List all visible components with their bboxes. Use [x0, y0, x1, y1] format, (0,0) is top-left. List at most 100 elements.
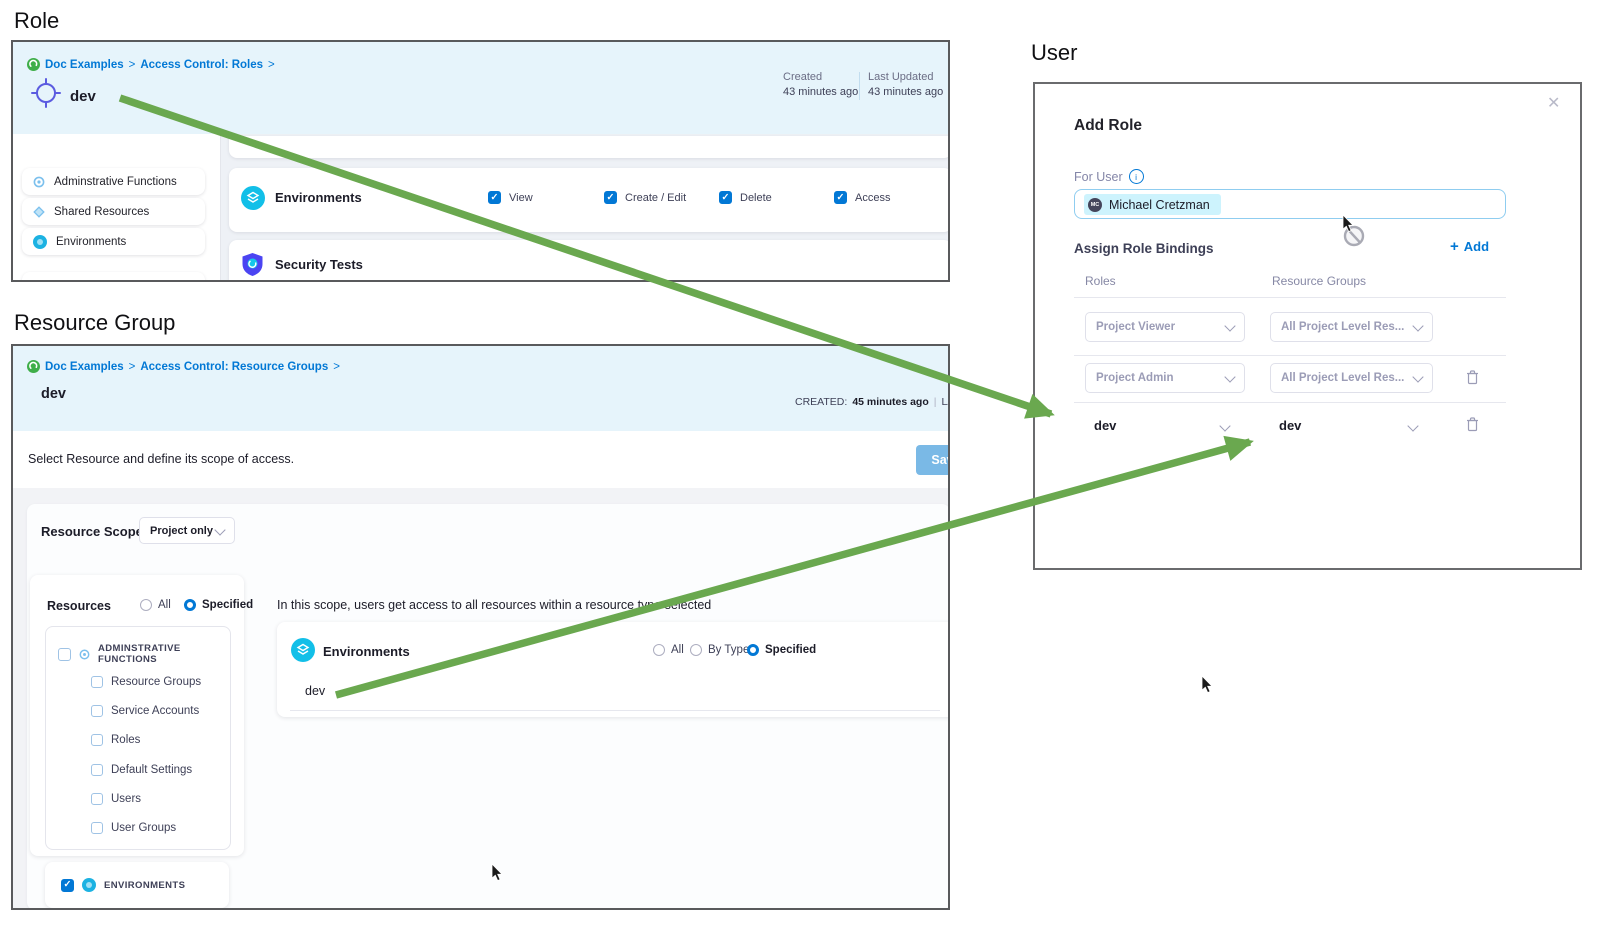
avatar: MC — [1088, 197, 1102, 212]
checkbox[interactable] — [719, 191, 732, 204]
info-icon[interactable]: i — [1128, 169, 1144, 184]
environments-icon — [241, 186, 265, 210]
scope-radio-all[interactable]: All — [653, 644, 684, 656]
checkbox[interactable] — [91, 734, 103, 746]
save-button[interactable]: Save — [916, 445, 948, 475]
checkbox[interactable] — [61, 878, 74, 892]
updated-label: Last Updated — [868, 71, 934, 83]
radio-label: Specified — [202, 599, 254, 611]
role-name: dev — [70, 88, 96, 105]
breadcrumb: Doc Examples > Access Control: Resource … — [27, 360, 340, 373]
environments-icon — [82, 878, 96, 892]
resources-radio-specified[interactable]: Specified — [184, 599, 253, 611]
tree-item-users[interactable]: Users — [91, 793, 141, 805]
checkbox[interactable] — [91, 822, 103, 834]
checkbox[interactable] — [91, 705, 103, 717]
radio[interactable] — [690, 644, 702, 656]
trash-icon[interactable] — [1466, 417, 1479, 432]
checkbox[interactable] — [834, 191, 847, 204]
tree-group-label: ADMINSTRATIVE FUNCTIONS — [98, 643, 181, 665]
harness-logo-icon — [27, 360, 40, 373]
radio[interactable] — [140, 599, 152, 611]
checkbox[interactable] — [91, 793, 103, 805]
resource-scope-card: Resource Scope Project only Resources Al… — [27, 504, 948, 908]
role-section-heading: Role — [14, 8, 60, 33]
selected-user-name: Michael Cretzman — [1109, 197, 1210, 212]
add-binding-button[interactable]: + Add — [1450, 239, 1489, 254]
resource-group-select[interactable]: All Project Level Res... — [1270, 363, 1433, 393]
checkbox[interactable] — [91, 676, 103, 688]
divider — [1074, 355, 1506, 356]
resource-scope-select[interactable]: Project only — [139, 517, 235, 544]
plus-icon: + — [1450, 238, 1459, 255]
role-select-value[interactable]: dev — [1094, 418, 1117, 433]
resource-row-label: Security Tests — [275, 257, 363, 272]
tree-item-roles[interactable]: Roles — [91, 734, 140, 746]
role-select[interactable]: Project Admin — [1085, 363, 1245, 393]
permissions-row-security-tests: Security Tests — [229, 240, 948, 280]
sidebar-item-shared-resources[interactable]: Shared Resources — [22, 198, 205, 225]
scope-radio-by-type[interactable]: By Type — [690, 644, 749, 656]
breadcrumb-project-link[interactable]: Doc Examples — [45, 360, 124, 373]
breadcrumb-project-link[interactable]: Doc Examples — [45, 58, 124, 71]
chevron-down-icon[interactable] — [1407, 420, 1419, 432]
permissions-row-environments: Environments View Create / Edit Delete A… — [229, 168, 948, 232]
close-icon[interactable]: ✕ — [1547, 95, 1561, 112]
sidebar-item-label: Adminstrative Functions — [54, 175, 177, 188]
permission-label: Delete — [740, 191, 772, 204]
environments-scope-card: Environments All By Type Specified dev — [277, 622, 948, 717]
checkbox[interactable] — [604, 191, 617, 204]
meta-separator: | — [933, 396, 937, 408]
role-select[interactable]: Project Viewer — [1085, 312, 1245, 342]
created-meta: Created 43 minutes ago — [783, 70, 858, 100]
resource-group-select-value[interactable]: dev — [1279, 418, 1302, 433]
breadcrumb: Doc Examples > Access Control: Roles > — [27, 58, 275, 71]
checkbox[interactable] — [58, 647, 71, 661]
role-panel: Doc Examples > Access Control: Roles > d… — [11, 40, 950, 282]
breadcrumb-page-link[interactable]: Access Control: Resource Groups — [140, 360, 329, 373]
permission-create-edit[interactable]: Create / Edit — [604, 191, 686, 204]
tree-item-user-groups[interactable]: User Groups — [91, 822, 176, 834]
resources-radio-all[interactable]: All — [140, 599, 171, 611]
shared-resources-icon — [33, 205, 45, 218]
radio-label: By Type — [708, 644, 750, 656]
permission-access[interactable]: Access — [834, 191, 890, 204]
environments-group-card[interactable]: ENVIRONMENTS — [45, 862, 229, 908]
sidebar-item-administrative-functions[interactable]: Adminstrative Functions — [22, 168, 205, 195]
radio[interactable] — [747, 644, 759, 656]
add-button-label: Add — [1463, 239, 1490, 254]
tree-item-label: Resource Groups — [111, 676, 202, 688]
sidebar-item-environments[interactable]: Environments — [22, 228, 205, 255]
resource-group-panel: Doc Examples > Access Control: Resource … — [11, 344, 950, 910]
tree-item-label: Service Accounts — [111, 705, 200, 717]
radio[interactable] — [184, 599, 196, 611]
permission-view[interactable]: View — [488, 191, 533, 204]
checkbox[interactable] — [91, 764, 103, 776]
selected-user-chip[interactable]: MC Michael Cretzman — [1084, 194, 1221, 215]
permission-delete[interactable]: Delete — [719, 191, 772, 204]
scope-radio-specified[interactable]: Specified — [747, 644, 816, 656]
tree-item-service-accounts[interactable]: Service Accounts — [91, 705, 199, 717]
sidebar-divider — [220, 134, 221, 280]
environments-icon — [291, 638, 315, 662]
chevron-down-icon — [1224, 371, 1236, 383]
tree-group-administrative-functions[interactable]: ADMINSTRATIVE FUNCTIONS — [58, 643, 230, 665]
resources-tree-card: ADMINSTRATIVE FUNCTIONS Resource Groups … — [45, 626, 231, 850]
for-user-input[interactable]: MC Michael Cretzman — [1074, 189, 1506, 219]
resource-scope-value: Project only — [150, 524, 213, 537]
chevron-down-icon[interactable] — [1219, 420, 1231, 432]
trash-icon[interactable] — [1466, 370, 1479, 385]
sidebar-item-partial[interactable] — [22, 272, 205, 280]
resource-groups-column-header: Resource Groups — [1272, 274, 1367, 288]
tree-group-environments[interactable]: ENVIRONMENTS — [61, 878, 185, 892]
tree-item-resource-groups[interactable]: Resource Groups — [91, 676, 201, 688]
permission-label: Create / Edit — [625, 191, 687, 204]
resource-group-select[interactable]: All Project Level Res... — [1270, 312, 1433, 342]
tree-item-default-settings[interactable]: Default Settings — [91, 764, 192, 776]
resource-row-label: Environments — [275, 190, 362, 205]
checkbox[interactable] — [488, 191, 501, 204]
breadcrumb-page-link[interactable]: Access Control: Roles — [140, 58, 264, 71]
radio[interactable] — [653, 644, 665, 656]
created-value: 43 minutes ago — [783, 86, 859, 98]
